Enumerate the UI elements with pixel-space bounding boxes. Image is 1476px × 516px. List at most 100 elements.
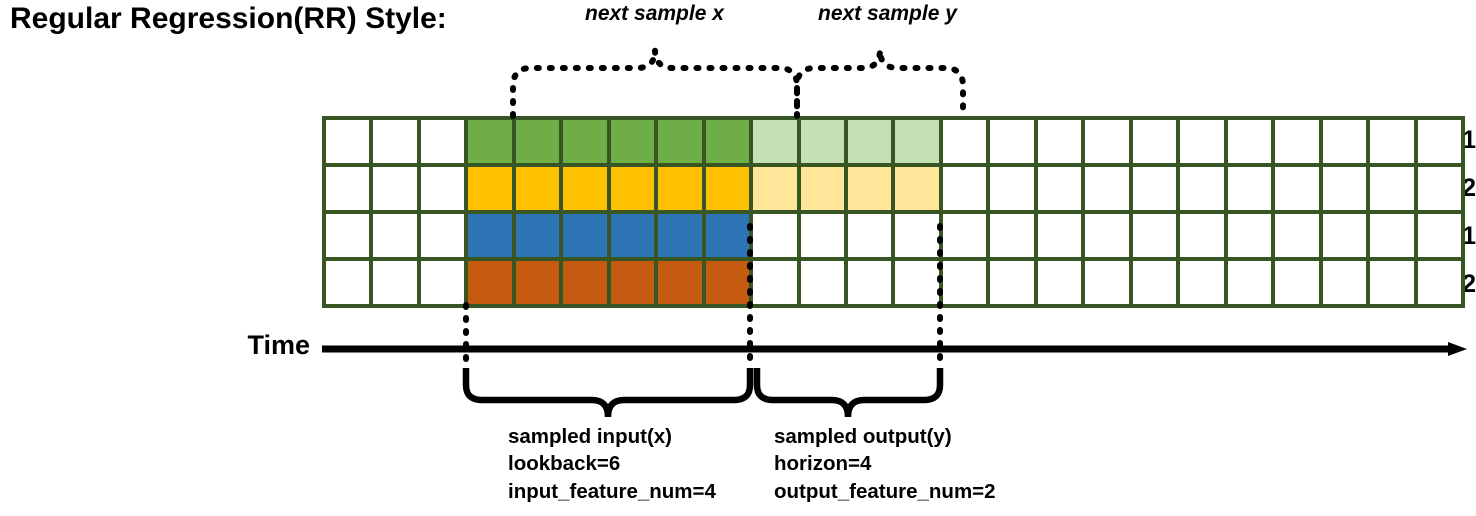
grid-cell-r2-c17 — [1085, 167, 1129, 210]
grid-cell-r3-c23 — [1370, 214, 1414, 257]
grid-cell-r4-c8 — [658, 261, 702, 304]
top-brace-label-x: next sample x — [585, 2, 724, 25]
grid-cell-r3-c1 — [326, 214, 370, 257]
grid-cell-r3-c20 — [1227, 214, 1272, 257]
grid-cell-r1-c12 — [848, 120, 892, 163]
grid-cell-r4-c17 — [1085, 261, 1129, 304]
grid-cell-r1-c15 — [990, 120, 1034, 163]
grid-cell-r3-c8 — [658, 214, 702, 257]
grid-cell-r1-c2 — [373, 120, 417, 163]
brace-next-sample-x — [510, 49, 800, 119]
bottom-brace-block-output: sampled output(y) horizon=4 output_featu… — [774, 423, 996, 505]
grid-cell-r2-c18 — [1132, 167, 1177, 210]
grid-cell-r4-c20 — [1227, 261, 1272, 304]
top-brace-label-y: next sample y — [818, 2, 957, 25]
grid-cell-r3-c2 — [373, 214, 417, 257]
grid-cell-r1-c20 — [1227, 120, 1272, 163]
grid-cell-r4-c22 — [1322, 261, 1367, 304]
grid-cell-r3-c9 — [705, 214, 750, 257]
grid-cell-r4-c15 — [990, 261, 1034, 304]
grid-cell-r1-c13 — [895, 120, 939, 163]
grid-cell-r2-c3 — [420, 167, 465, 210]
time-axis-arrow — [322, 342, 1467, 356]
grid-cell-r3-c19 — [1180, 214, 1224, 257]
grid-cell-r3-c13 — [895, 214, 939, 257]
grid-cell-r4-c14 — [942, 261, 987, 304]
grid-cell-r2-c11 — [800, 167, 845, 210]
grid-cell-r4-c12 — [848, 261, 892, 304]
page-title: Regular Regression(RR) Style: — [10, 2, 447, 35]
grid-cell-r1-c21 — [1275, 120, 1319, 163]
grid-cell-r2-c14 — [942, 167, 987, 210]
grid-cell-r4-c23 — [1370, 261, 1414, 304]
bottom-brace-block-input: sampled input(x) lookback=6 input_featur… — [508, 423, 716, 505]
grid-cell-r1-c3 — [420, 120, 465, 163]
grid-cell-r3-c5 — [515, 214, 560, 257]
grid-cell-r3-c18 — [1132, 214, 1177, 257]
grid-cell-r1-c8 — [658, 120, 702, 163]
grid-cell-r3-c3 — [420, 214, 465, 257]
grid-cell-r4-c18 — [1132, 261, 1177, 304]
grid-cell-r2-c15 — [990, 167, 1034, 210]
timeseries-grid — [322, 116, 1465, 308]
grid-cell-r2-c16 — [1037, 167, 1082, 210]
grid-cell-r1-c23 — [1370, 120, 1414, 163]
grid-cell-r1-c10 — [753, 120, 797, 163]
grid-cell-r4-c11 — [800, 261, 845, 304]
grid-cell-r2-c2 — [373, 167, 417, 210]
grid-cell-r2-c4 — [468, 167, 512, 210]
grid-cell-r1-c6 — [563, 120, 607, 163]
sampled-input-lookback: lookback=6 — [508, 452, 621, 476]
grid-cell-r1-c7 — [610, 120, 655, 163]
grid-cell-r1-c17 — [1085, 120, 1129, 163]
grid-cell-r4-c13 — [895, 261, 939, 304]
grid-cell-r4-c10 — [753, 261, 797, 304]
grid-cell-r3-c14 — [942, 214, 987, 257]
grid-cell-r1-c9 — [705, 120, 750, 163]
grid-cell-r2-c12 — [848, 167, 892, 210]
sampled-output-feature-num: output_feature_num=2 — [774, 479, 996, 503]
grid-cell-r1-c16 — [1037, 120, 1082, 163]
grid-cell-r3-c17 — [1085, 214, 1129, 257]
grid-cell-r2-c19 — [1180, 167, 1224, 210]
grid-cell-r3-c22 — [1322, 214, 1367, 257]
grid-cell-r2-c23 — [1370, 167, 1414, 210]
grid-cell-r3-c7 — [610, 214, 655, 257]
brace-sampled-input — [462, 368, 754, 418]
grid-cell-r4-c3 — [420, 261, 465, 304]
grid-cell-r4-c21 — [1275, 261, 1319, 304]
grid-cell-r2-c7 — [610, 167, 655, 210]
grid-cell-r2-c22 — [1322, 167, 1367, 210]
time-axis-label: Time — [247, 330, 310, 360]
grid-cell-r2-c21 — [1275, 167, 1319, 210]
grid-cell-r4-c6 — [563, 261, 607, 304]
grid-cell-r2-c5 — [515, 167, 560, 210]
grid-cell-r4-c1 — [326, 261, 370, 304]
grid-cell-r3-c10 — [753, 214, 797, 257]
grid-cell-r1-c5 — [515, 120, 560, 163]
grid-cell-r4-c16 — [1037, 261, 1082, 304]
grid-cell-r1-c4 — [468, 120, 512, 163]
grid-cell-r2-c9 — [705, 167, 750, 210]
grid-cell-r4-c4 — [468, 261, 512, 304]
grid-cell-r4-c2 — [373, 261, 417, 304]
grid-cell-r1-c24 — [1417, 120, 1461, 163]
grid-cell-r1-c1 — [326, 120, 370, 163]
sampled-output-title: sampled output(y) — [774, 425, 952, 448]
grid-cell-r3-c24 — [1417, 214, 1461, 257]
grid-cell-r1-c22 — [1322, 120, 1367, 163]
sampled-output-horizon: horizon=4 — [774, 452, 872, 476]
grid-cell-r3-c4 — [468, 214, 512, 257]
grid-cell-r1-c18 — [1132, 120, 1177, 163]
grid-cell-r2-c13 — [895, 167, 939, 210]
grid-cell-r3-c6 — [563, 214, 607, 257]
sampled-input-title: sampled input(x) — [508, 425, 673, 448]
grid-cell-r4-c24 — [1417, 261, 1461, 304]
grid-cell-r4-c19 — [1180, 261, 1224, 304]
brace-next-sample-y — [794, 49, 966, 119]
brace-sampled-output — [753, 368, 944, 418]
grid-cell-r4-c9 — [705, 261, 750, 304]
grid-cell-r2-c20 — [1227, 167, 1272, 210]
grid-cell-r2-c24 — [1417, 167, 1461, 210]
grid-cell-r3-c16 — [1037, 214, 1082, 257]
